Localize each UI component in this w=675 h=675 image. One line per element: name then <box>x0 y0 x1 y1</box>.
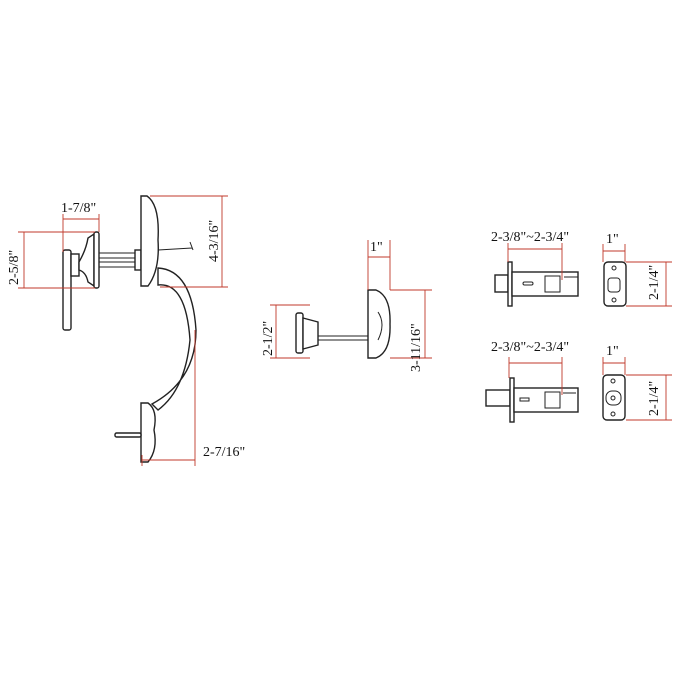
latch-plate-height-label: 2-1/4" <box>647 265 662 300</box>
rose-height-label: 2-5/8" <box>7 250 22 285</box>
handleset-dimensions <box>18 195 228 466</box>
deadbolt-dimensions <box>270 240 432 359</box>
deadbolt-latch-backset-label: 2-3/8"~2-3/4" <box>491 340 569 355</box>
deadbolt-latch-plate-height-label: 2-1/4" <box>647 381 662 416</box>
lever-width-label: 1-7/8" <box>61 201 96 216</box>
handle-projection-label: 2-7/16" <box>203 445 245 460</box>
thumbturn-height-label: 2-1/2" <box>261 321 276 356</box>
latch-plate-width-label: 1" <box>606 232 619 247</box>
deadbolt-latch-dimensions <box>508 357 672 421</box>
latch-dimensions <box>507 243 672 307</box>
deadbolt-projection-label: 1" <box>370 240 383 255</box>
latch-backset-label: 2-3/8"~2-3/4" <box>491 230 569 245</box>
latch-drawing <box>494 261 627 307</box>
top-plate-height-label: 4-3/16" <box>207 220 222 262</box>
deadbolt-drawing <box>295 289 391 359</box>
deadbolt-plate-height-label: 3-11/16" <box>409 323 424 372</box>
handleset-drawing <box>62 195 197 463</box>
deadbolt-latch-drawing <box>485 374 626 423</box>
deadbolt-latch-plate-width-label: 1" <box>606 344 619 359</box>
